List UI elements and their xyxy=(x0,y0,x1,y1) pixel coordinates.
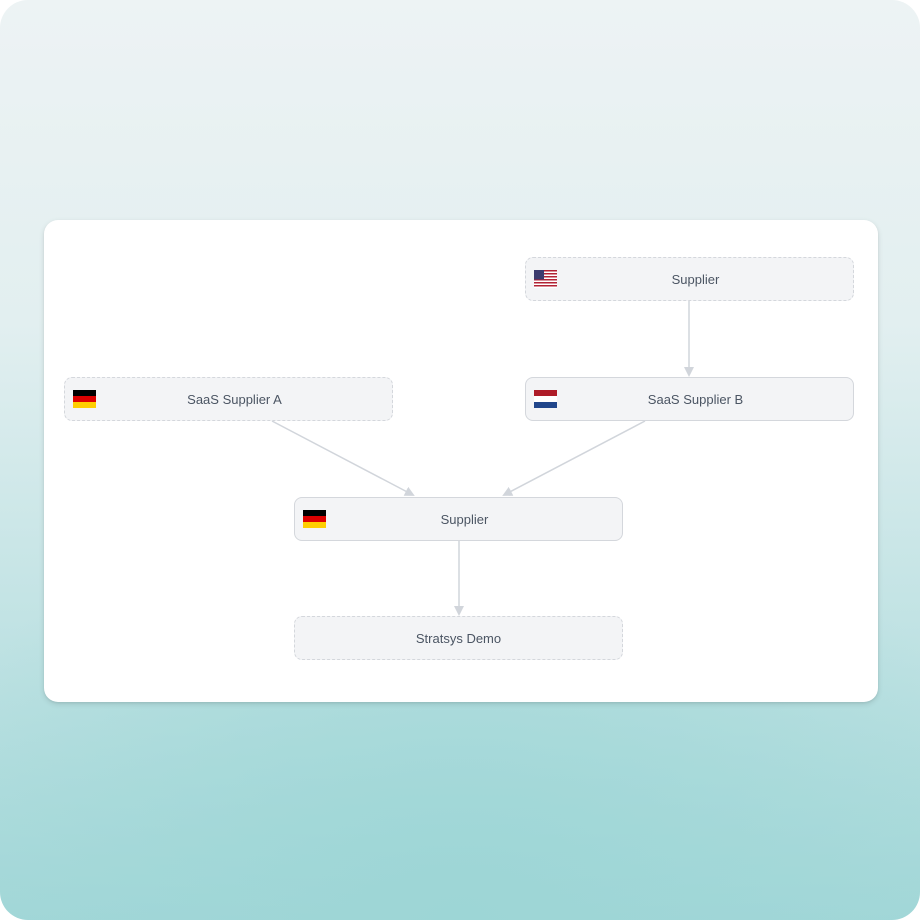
de-flag-icon xyxy=(303,510,326,528)
node-label: SaaS Supplier A xyxy=(187,391,282,407)
node-label: Supplier xyxy=(440,511,489,527)
node-supplier-us[interactable]: Supplier xyxy=(525,257,854,301)
node-supplier-de[interactable]: Supplier xyxy=(294,497,623,541)
us-flag-icon xyxy=(534,270,557,288)
node-saas-supplier-b[interactable]: SaaS Supplier B xyxy=(525,377,854,421)
node-label: SaaS Supplier B xyxy=(647,391,744,407)
node-saas-supplier-a[interactable]: SaaS Supplier A xyxy=(64,377,393,421)
node-label: Supplier xyxy=(671,271,720,287)
nl-flag-icon xyxy=(534,390,557,408)
de-flag-icon xyxy=(73,390,96,408)
node-stratsys-demo[interactable]: Stratsys Demo xyxy=(294,616,623,660)
node-label: Stratsys Demo xyxy=(415,630,502,646)
